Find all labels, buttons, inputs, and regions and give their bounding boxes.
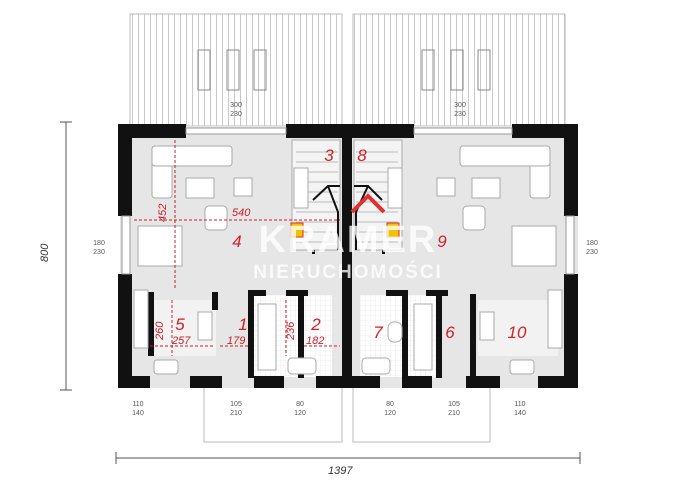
bottom-opening-3-height: 120 — [294, 410, 306, 417]
bottom-opening-3-width: 80 — [296, 401, 304, 408]
windows — [121, 127, 575, 275]
dim-260: 260 — [154, 321, 166, 341]
entry-platform-left — [203, 385, 343, 443]
watermark-line2: NIERUCHOMOŚCI — [253, 261, 443, 283]
bottom-opening-5-width: 105 — [448, 401, 460, 408]
room-number-8: 8 — [357, 146, 367, 165]
bottom-opening-4-width: 80 — [386, 401, 394, 408]
furniture-right — [361, 145, 563, 375]
terrace-left-height: 230 — [230, 111, 242, 118]
dim-182: 182 — [306, 335, 324, 347]
dim-452: 452 — [157, 204, 169, 222]
bottom-opening-4-height: 120 — [384, 410, 396, 417]
overall-width-dimension: 1397 — [115, 452, 581, 477]
terrace-left-width: 300 — [230, 102, 242, 109]
overall-height-dimension: 800 — [39, 121, 72, 391]
room-number-3: 3 — [324, 146, 334, 165]
room-number-1: 1 — [238, 315, 247, 334]
bottom-opening-1-width: 110 — [132, 401, 143, 408]
inner-dimension-lines — [134, 140, 340, 356]
bottom-opening-labels: 110 140 105 210 80 120 80 120 105 210 110 140 — [132, 401, 526, 417]
room-numbers: 1 2 3 4 5 6 7 8 9 10 — [175, 146, 527, 342]
terrace-right-width: 300 — [454, 102, 466, 109]
terrace-left — [129, 13, 343, 127]
furniture-left — [133, 145, 317, 375]
room-number-10: 10 — [508, 323, 527, 342]
bottom-opening-5-height: 210 — [448, 410, 460, 417]
bottom-opening-2-height: 210 — [230, 410, 242, 417]
bottom-opening-2-width: 105 — [230, 401, 242, 408]
room-number-7: 7 — [373, 323, 383, 342]
room-number-6: 6 — [445, 323, 455, 342]
watermark-roof-logo — [350, 193, 386, 214]
watermark: KRAMER NIERUCHOMOŚCI — [253, 193, 443, 283]
dim-179: 179 — [227, 335, 245, 347]
dim-236: 236 — [285, 321, 297, 341]
stair-marker-right — [386, 222, 400, 238]
watermark-line1: KRAMER — [259, 219, 438, 261]
dim-257: 257 — [171, 335, 191, 347]
room-number-5: 5 — [175, 315, 185, 334]
window-left-width: 180 — [93, 240, 105, 247]
walls — [118, 124, 578, 388]
terrace-right — [352, 13, 566, 127]
window-right-height: 230 — [586, 249, 598, 256]
bottom-opening-6-height: 140 — [514, 410, 526, 417]
entry-platform-right — [352, 385, 491, 443]
overall-width-label: 1397 — [328, 465, 353, 477]
room-number-2: 2 — [310, 315, 321, 334]
stair-marker-left — [290, 222, 304, 238]
opening-labels: 300 230 300 230 180 230 180 230 — [93, 102, 598, 256]
overall-height-label: 800 — [39, 243, 51, 262]
window-right-width: 180 — [586, 240, 598, 247]
dim-540: 540 — [232, 207, 251, 219]
room-number-4: 4 — [232, 232, 241, 251]
terrace-right-height: 230 — [454, 111, 466, 118]
room-number-9: 9 — [437, 232, 447, 251]
bottom-opening-6-width: 110 — [514, 401, 525, 408]
bottom-opening-1-height: 140 — [132, 410, 144, 417]
window-left-height: 230 — [93, 249, 105, 256]
